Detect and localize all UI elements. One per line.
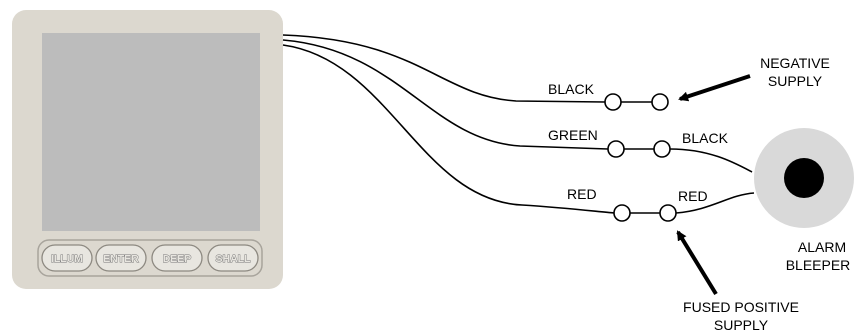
shall-button[interactable]: SHALL: [207, 244, 259, 272]
red-terminal-right: [659, 204, 677, 222]
button-panel: [37, 239, 263, 277]
fused-positive-supply-label-line1: FUSED POSITIVE: [683, 299, 799, 315]
black-terminal-left: [604, 93, 622, 111]
red-wire: [282, 44, 615, 214]
fused-positive-supply-label-line2: SUPPLY: [714, 317, 769, 333]
green-terminal-left: [607, 140, 625, 158]
black-terminal-right: [651, 93, 669, 111]
alarm-bleeper-label-line1: ALARM: [798, 239, 846, 255]
bleeper-black-wire: [669, 148, 753, 173]
bleeper-center: [784, 158, 824, 198]
bleeper-black-wire-label: BLACK: [682, 130, 729, 146]
alarm-bleeper: [754, 128, 854, 228]
enter-button[interactable]: ENTER: [95, 244, 147, 272]
red-terminal-left: [613, 204, 631, 222]
bleeper-red-wire: [675, 192, 755, 214]
green-wire-label: GREEN: [548, 127, 598, 143]
negative-supply-arrow: [678, 74, 751, 102]
display-unit: ILLUM ENTER DEEP SHALL: [12, 10, 283, 289]
illum-button-label: ILLUM: [51, 253, 83, 265]
negative-supply-label-line1: NEGATIVE: [760, 55, 830, 71]
shall-button-label: SHALL: [216, 253, 252, 265]
alarm-bleeper-label-line2: BLEEPER: [786, 257, 851, 273]
bleeper-red-wire-label: RED: [678, 188, 708, 204]
green-wire: [282, 39, 609, 150]
enter-button-label: ENTER: [103, 253, 139, 265]
red-wire-label: RED: [567, 186, 597, 202]
illum-button[interactable]: ILLUM: [41, 244, 93, 272]
deep-button-label: DEEP: [163, 253, 192, 265]
green-terminal-right: [653, 140, 671, 158]
negative-supply-label-line2: SUPPLY: [768, 73, 823, 89]
black-wire-label: BLACK: [548, 81, 595, 97]
display-screen: [42, 33, 260, 231]
deep-button[interactable]: DEEP: [151, 244, 203, 272]
black-wire: [282, 34, 606, 103]
fused-positive-supply-arrow: [676, 230, 718, 296]
